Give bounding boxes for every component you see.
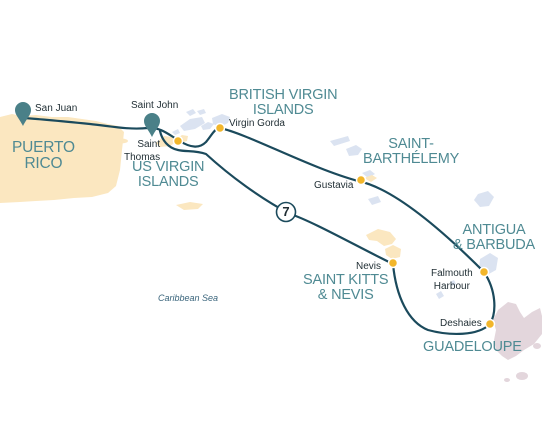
puerto-rico-landmass — [0, 114, 124, 203]
region-label-us-virgin-islands: US VIRGIN ISLANDS — [132, 159, 205, 190]
port-dot-deshaies — [484, 318, 496, 330]
port-dot-gustavia — [355, 174, 367, 186]
nights-badge-circle — [275, 201, 297, 223]
port-label-deshaies: Deshaies — [440, 318, 482, 329]
port-label-nevis: Nevis — [356, 261, 382, 272]
port-label-saint-thomas: Saint Thomas — [124, 139, 161, 163]
san-juan-marker-icon — [15, 102, 31, 126]
saint-thomas-island — [156, 136, 176, 147]
british-virgin-islands-landmass — [172, 109, 230, 135]
port-dot-virgin-gorda — [214, 122, 226, 134]
nevis-island — [385, 245, 401, 259]
saint-croix-island — [176, 202, 203, 210]
region-label-antigua-barbuda: ANTIGUA & BARBUDA — [453, 222, 535, 253]
guadeloupe-islets — [504, 343, 541, 382]
vieques-island — [114, 138, 128, 144]
port-dot-nevis — [387, 257, 399, 269]
guadeloupe-landmass — [493, 302, 542, 360]
port-label-gustavia: Gustavia — [314, 180, 354, 191]
port-dots — [172, 122, 496, 330]
port-dot-saint-john — [172, 135, 184, 147]
sea-label-caribbean: Caribbean Sea — [158, 293, 219, 303]
port-label-virgin-gorda: Virgin Gorda — [229, 118, 285, 129]
port-label-san-juan: San Juan — [35, 103, 78, 114]
montserrat-islets — [436, 280, 456, 299]
region-label-saint-barthelemy: SAINT- BARTHÉLEMY — [363, 136, 460, 167]
northern-leeward-islands-landmass — [330, 136, 381, 205]
region-label-british-virgin-islands: BRITISH VIRGIN ISLANDS — [229, 87, 338, 118]
region-label-puerto-rico: PUERTO RICO — [12, 139, 75, 172]
port-dot-falmouth-harbour — [478, 266, 490, 278]
port-label-saint-john: Saint John — [131, 100, 179, 111]
saint-barthelemy-island — [364, 175, 377, 182]
region-label-guadeloupe: GUADELOUPE — [423, 339, 522, 355]
port-label-falmouth-harbour: Falmouth Harbour — [431, 268, 473, 292]
region-label-saint-kitts-nevis: SAINT KITTS & NEVIS — [303, 272, 389, 303]
saint-thomas-marker-icon — [144, 113, 160, 137]
nights-badge-number: 7 — [282, 204, 290, 219]
saint-kitts-island — [366, 229, 396, 246]
